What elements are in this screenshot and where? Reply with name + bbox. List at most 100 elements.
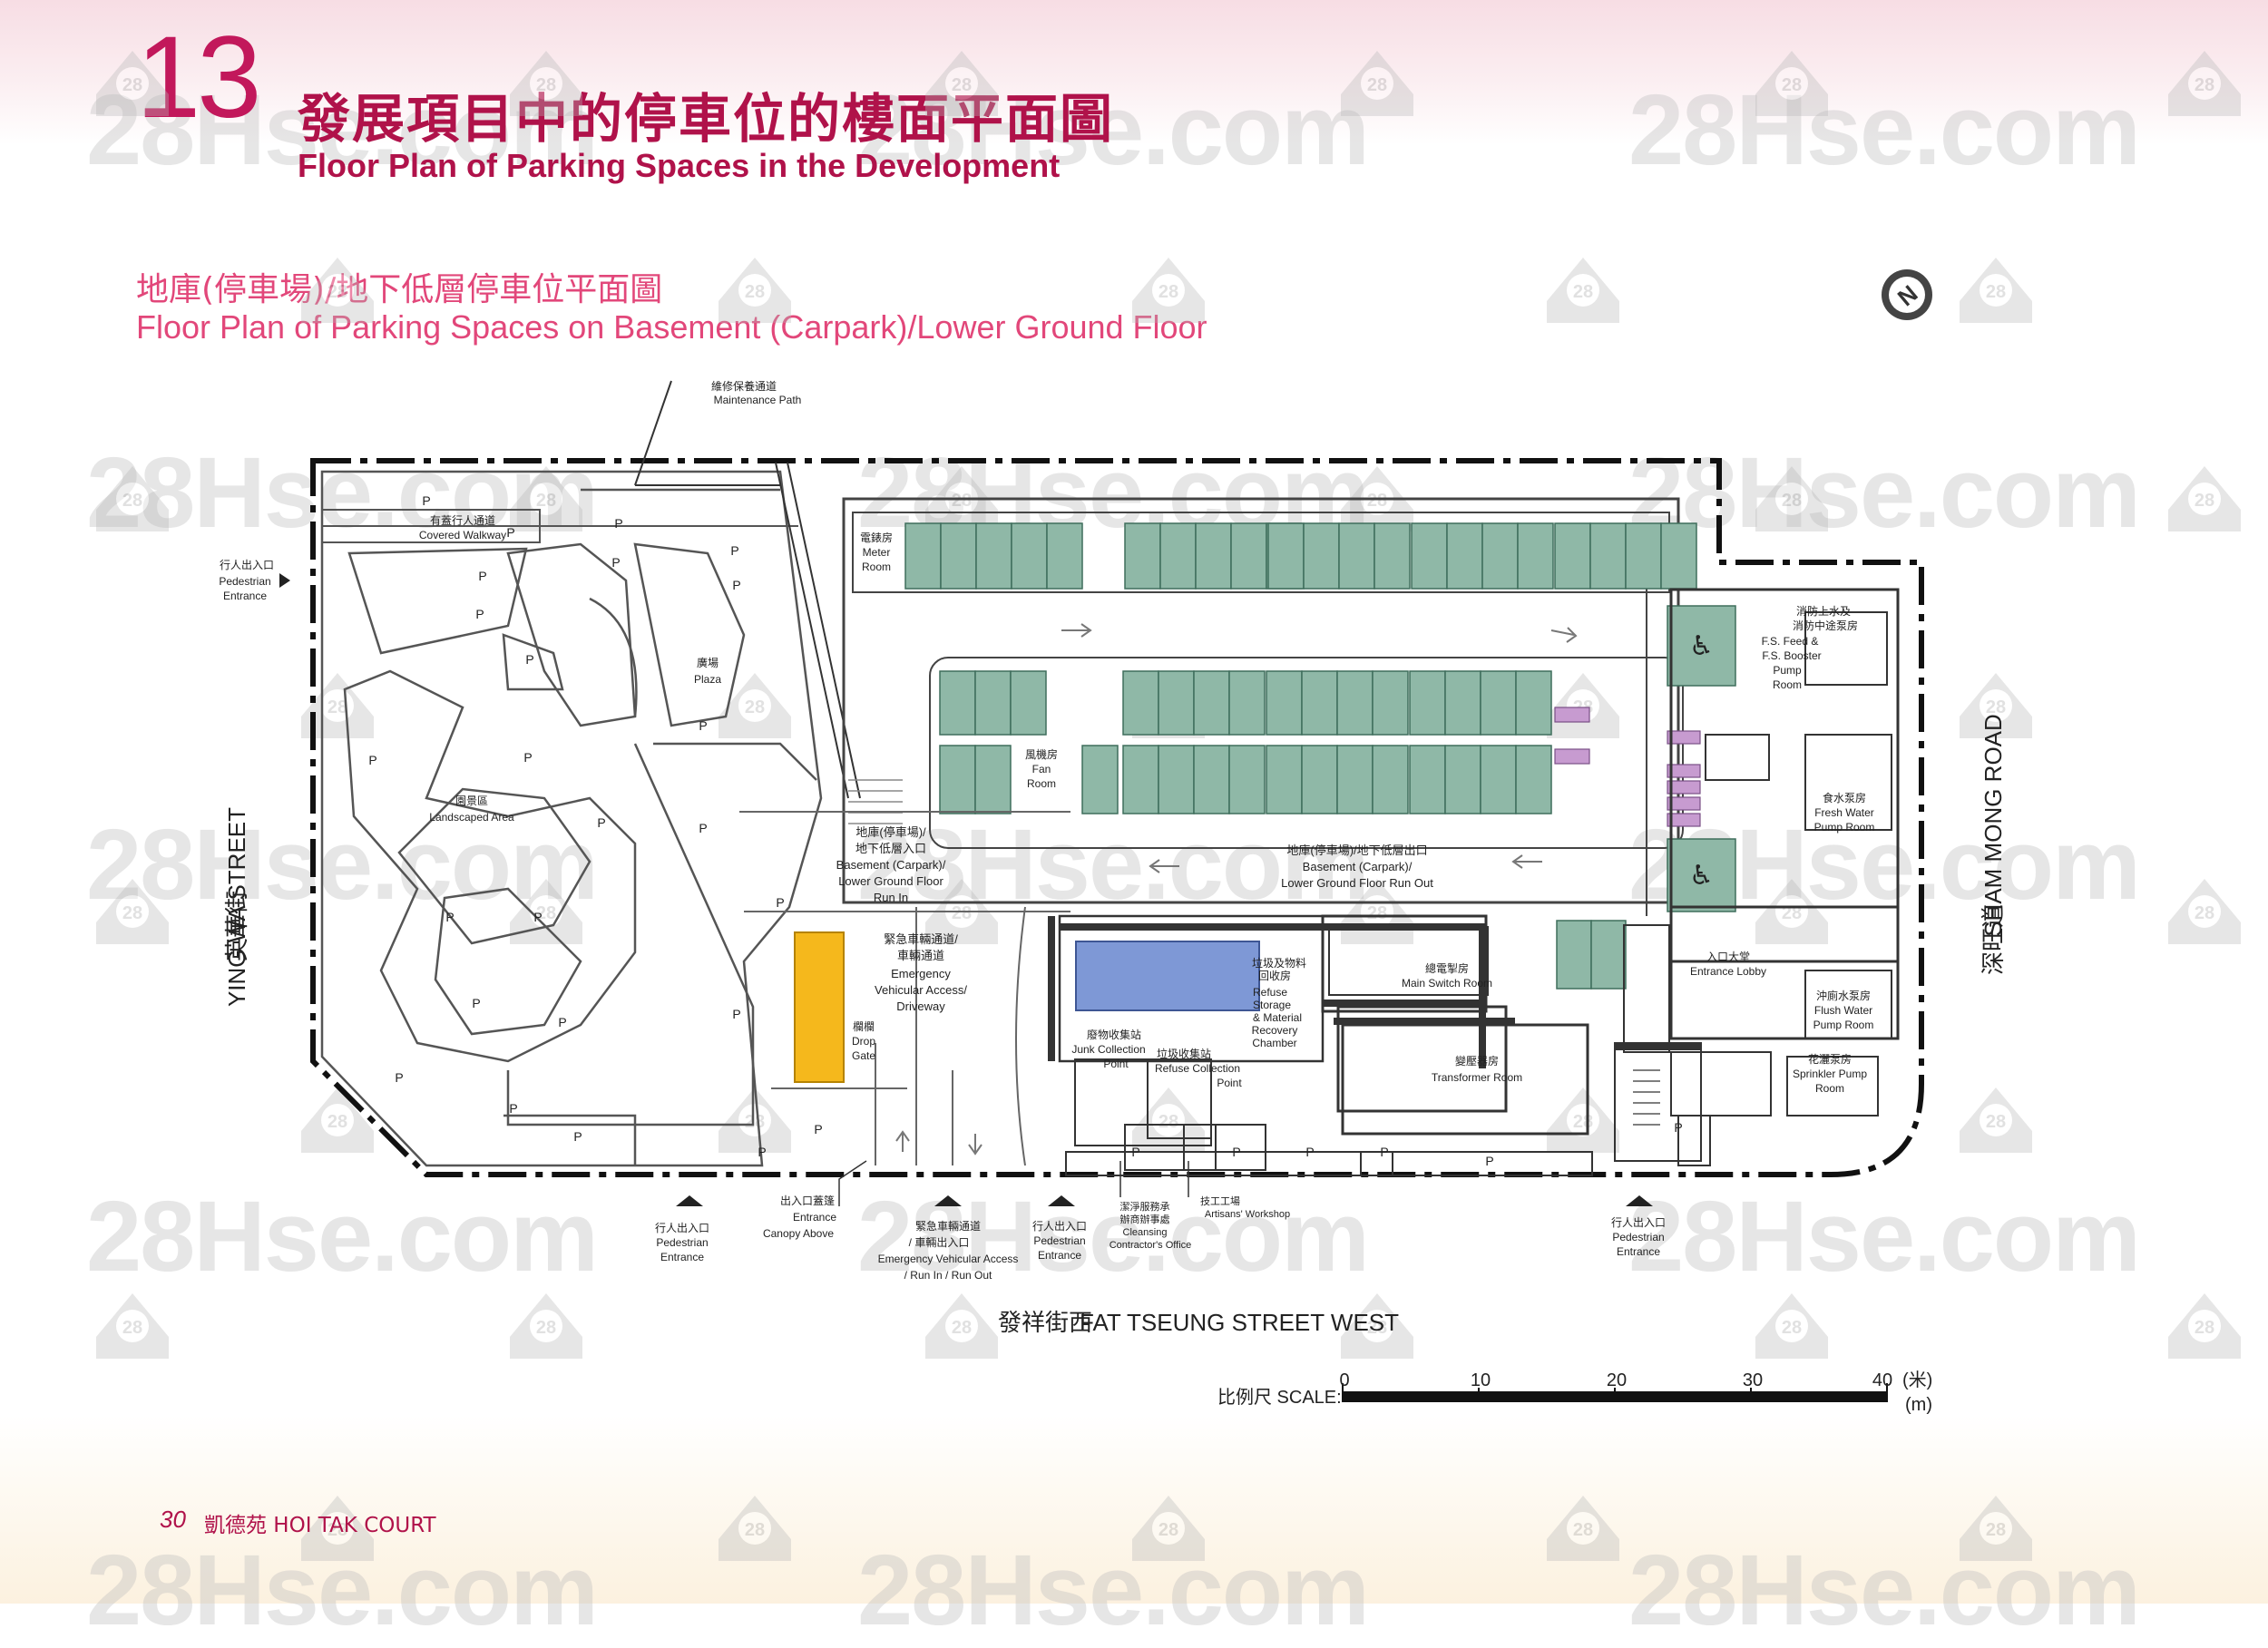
transformer-room-label-zh: 變壓器房 bbox=[1455, 1054, 1499, 1068]
scale-label: 比例尺 SCALE: bbox=[1217, 1387, 1342, 1408]
parking-space-marker: P bbox=[1380, 1145, 1388, 1159]
east-block bbox=[1623, 588, 1900, 1166]
run-in-label-zh1: 地庫(停車場)/ bbox=[855, 825, 926, 839]
artisans-workshop-label-zh: 技工工場 bbox=[1200, 1195, 1240, 1207]
scale-unit-zh: (米) bbox=[1902, 1370, 1932, 1390]
driveway bbox=[739, 811, 1070, 1166]
flush-water-pump-label-zh: 沖廁水泵房 bbox=[1816, 989, 1871, 1002]
watermark-badge-text: 28 bbox=[745, 282, 765, 302]
watermark-badge-text: 28 bbox=[952, 903, 972, 923]
pedestrian-entrance-west-en1: Pedestrian bbox=[219, 575, 270, 588]
street-east-zh: 深旺道 bbox=[1980, 904, 2007, 975]
maintenance-path-label-en: Maintenance Path bbox=[714, 394, 802, 406]
parking-space-marker: P bbox=[445, 910, 454, 924]
parking-bay bbox=[1303, 522, 1340, 590]
header-band bbox=[0, 0, 2268, 145]
scale-bar bbox=[1342, 1383, 1888, 1402]
motorcycle-bay bbox=[1667, 730, 1701, 745]
watermark-badge: 28 bbox=[510, 466, 582, 531]
parking-space-marker: P bbox=[814, 1122, 822, 1136]
watermark-badge: 28 bbox=[925, 1293, 998, 1359]
covered-walkway-label-en: Covered Walkway bbox=[419, 529, 506, 541]
parking-bay bbox=[1122, 745, 1159, 814]
fs-pump-room-label-en4: Room bbox=[1773, 678, 1802, 691]
parking-bay bbox=[904, 522, 942, 590]
watermark-badge-text: 28 bbox=[1158, 1520, 1178, 1540]
scale-tick-20: 20 bbox=[1607, 1370, 1627, 1390]
parking-space-marker: P bbox=[422, 493, 430, 508]
sprinkler-pump-label-en2: Room bbox=[1815, 1082, 1844, 1095]
watermark-badge-text: 28 bbox=[745, 1112, 765, 1132]
parking-space-marker: P bbox=[395, 1070, 403, 1085]
walls bbox=[1048, 916, 1701, 1068]
refuse-storage-label-en5: Chamber bbox=[1252, 1037, 1296, 1049]
watermark-badge: 28 bbox=[96, 879, 169, 944]
parking-bay bbox=[1301, 670, 1338, 736]
fan-room-label-en1: Fan bbox=[1032, 763, 1051, 775]
watermark-badge: 28 bbox=[96, 466, 169, 531]
covered-walkway bbox=[321, 509, 798, 543]
refuse-storage-label-en3: & Material bbox=[1253, 1011, 1302, 1024]
plaza-label-zh: 廣場 bbox=[697, 657, 719, 669]
parking-bay bbox=[1046, 522, 1083, 590]
parking-bay bbox=[1336, 670, 1374, 736]
refuse-collection-label-zh: 垃圾收集站 bbox=[1157, 1047, 1211, 1060]
eva-label-zh1: 緊急車輛通道 bbox=[915, 1219, 981, 1233]
footer-band bbox=[0, 1415, 2268, 1604]
parking-space-marker: P bbox=[368, 753, 376, 767]
street-west-zh: 英華街 bbox=[223, 891, 250, 961]
watermark-badge: 28 bbox=[510, 51, 582, 116]
refuse-collection-label-en1: Refuse Collection bbox=[1155, 1062, 1240, 1075]
pedestrian-entrance-s3-zh: 行人出入口 bbox=[1611, 1216, 1666, 1229]
landscaped-area-label-en: Landscaped Area bbox=[429, 811, 514, 824]
pedestrian-entrance-west-en2: Entrance bbox=[223, 590, 267, 602]
watermark-badge: 28 bbox=[1960, 673, 2032, 738]
fs-pump-room-label-en1: F.S. Feed & bbox=[1762, 635, 1819, 648]
refuse-storage-label-en1: Refuse bbox=[1253, 986, 1287, 999]
emergency-access-label-en3: Driveway bbox=[896, 1000, 945, 1013]
scale-unit-en: (m) bbox=[1905, 1395, 1932, 1415]
emergency-access-label-en1: Emergency bbox=[891, 967, 951, 980]
sprinkler-pump-label-en1: Sprinkler Pump bbox=[1793, 1068, 1867, 1080]
watermark-badge: 28 bbox=[1132, 258, 1205, 323]
section-number: 13 bbox=[136, 13, 261, 142]
run-in-label-zh2: 地下低層入口 bbox=[855, 842, 926, 855]
watermark-badge: 28 bbox=[510, 879, 582, 944]
street-east-en: SHAM MONG ROAD bbox=[1980, 714, 2007, 937]
parking-bay bbox=[1590, 920, 1627, 990]
pedestrian-entrance-s2-en2: Entrance bbox=[1038, 1249, 1081, 1262]
junk-collection-label-en1: Junk Collection bbox=[1071, 1043, 1145, 1056]
watermark-badge: 28 bbox=[2168, 1293, 2241, 1359]
parking-bay bbox=[1195, 522, 1232, 590]
parking-space-marker: P bbox=[558, 1015, 566, 1029]
parking-space-marker: P bbox=[732, 578, 740, 592]
watermark-badge-text: 28 bbox=[122, 75, 142, 95]
wheelchair-icon: ♿ bbox=[1689, 861, 1714, 891]
parking-bay bbox=[1081, 745, 1119, 814]
drop-gate-block bbox=[794, 931, 845, 1083]
ramp-hatch bbox=[848, 779, 903, 824]
parking-space-marker: P bbox=[614, 516, 622, 531]
parking-bay bbox=[1409, 745, 1446, 814]
pedestrian-entrance-s3-en2: Entrance bbox=[1617, 1245, 1660, 1258]
canopy-label-zh: 出入口蓋篷 bbox=[780, 1194, 835, 1207]
parking-space-marker: P bbox=[597, 815, 605, 830]
refuse-collection-label-en2: Point bbox=[1217, 1077, 1242, 1089]
drop-gate-label-zh: 欄欄 bbox=[853, 1019, 875, 1033]
watermark-badge: 28 bbox=[1547, 258, 1619, 323]
parking-bay bbox=[975, 522, 1012, 590]
entrance-lobby-label-en: Entrance Lobby bbox=[1690, 965, 1766, 978]
pedestrian-entrance-s1-zh: 行人出入口 bbox=[655, 1222, 709, 1234]
parking-bay bbox=[1301, 745, 1338, 814]
watermark-badge-text: 28 bbox=[1986, 282, 2006, 302]
watermark-badge-text: 28 bbox=[1782, 491, 1802, 511]
entrance-lobby-label-zh: 入口大堂 bbox=[1706, 951, 1750, 963]
watermark-badge-text: 28 bbox=[2195, 75, 2214, 95]
parking-bay bbox=[1336, 745, 1374, 814]
parking-bay bbox=[1193, 745, 1230, 814]
plaza-label-en: Plaza bbox=[694, 673, 721, 686]
parking-bay bbox=[974, 745, 1012, 814]
watermark-badge-text: 28 bbox=[536, 75, 556, 95]
watermark-badge: 28 bbox=[1341, 1293, 1413, 1359]
